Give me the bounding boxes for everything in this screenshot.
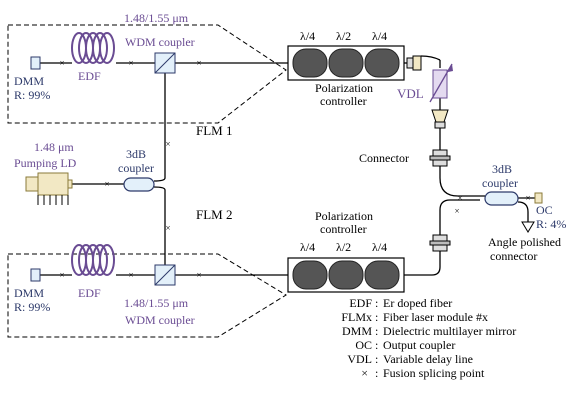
- legend-desc: Dielectric multilayer mirror: [383, 324, 516, 338]
- vdl-label: VDL: [397, 86, 424, 101]
- splice-mark: ×: [128, 58, 133, 68]
- splice-mark: ×: [165, 223, 170, 233]
- splice-mark: ×: [104, 179, 109, 189]
- flm1-paddle-1: [292, 48, 328, 78]
- splice-mark: ×: [454, 206, 459, 216]
- left-coupler-line2: coupler: [118, 161, 154, 175]
- legend-desc: Variable delay line: [383, 352, 473, 366]
- legend-desc: Fiber laser module #x: [383, 310, 488, 324]
- legend-sep: :: [375, 366, 378, 380]
- flm2-pc-label-2: controller: [320, 222, 367, 236]
- left-3db-coupler: [123, 177, 155, 192]
- flm2-edf-label: EDF: [78, 286, 101, 300]
- flm2-waveplate-2: λ/2: [336, 240, 351, 254]
- connector-lower: [429, 234, 451, 252]
- flm1-paddle-3: [364, 48, 400, 78]
- legend-abbr: EDF: [349, 296, 372, 310]
- connector-label: Connector: [359, 151, 409, 165]
- flm1-paddle-2: [328, 48, 364, 78]
- flm1-pc-label-2: controller: [320, 94, 367, 108]
- fusion-splice-marks: × × × × × × × × × × × ×: [59, 58, 530, 280]
- flm2-pc-label-1: Polarization: [315, 209, 373, 223]
- splice-mark: ×: [196, 58, 201, 68]
- legend-sep: :: [375, 352, 378, 366]
- connector-upper: [429, 149, 451, 167]
- vdl-lower-collimator: [431, 109, 449, 129]
- legend-abbr: VDL: [347, 352, 372, 366]
- output-coupler-label: OC: [536, 203, 553, 217]
- angle-polished-connector: [521, 221, 535, 233]
- legend-desc: Output coupler: [383, 338, 455, 352]
- legend-desc: Fusion splicing point: [383, 366, 485, 380]
- pump-label: Pumping LD: [14, 156, 77, 170]
- legend-sep: :: [375, 338, 378, 352]
- legend-sep: :: [375, 296, 378, 310]
- flm1-waveplate-2: λ/2: [336, 29, 351, 43]
- splice-mark: ×: [59, 270, 64, 280]
- pump-laser-diode: [25, 172, 73, 205]
- flm2-paddle-3: [364, 260, 400, 290]
- flm2-polarization-controller: [287, 257, 405, 293]
- output-coupler-reflectivity: R: 4%: [536, 217, 566, 231]
- flm2-waveplate-3: λ/4: [372, 240, 387, 254]
- legend-abbr: DMM: [342, 324, 372, 338]
- angle-connector-line2: connector: [490, 249, 537, 263]
- flm2-paddle-1: [292, 260, 328, 290]
- pump-wavelength: 1.48 μm: [34, 140, 74, 154]
- right-3db-coupler: [484, 191, 519, 206]
- output-coupler: [534, 192, 543, 204]
- flm1-dmm-label: DMM: [14, 74, 44, 88]
- legend: EDF : Er doped fiber FLMx : Fiber laser …: [341, 296, 516, 380]
- flm2-label: FLM 2: [196, 207, 232, 222]
- flm1-dmm-mirror: [30, 56, 41, 70]
- flm1-wdm-wavelengths: 1.48/1.55 μm: [124, 11, 189, 25]
- legend-sep: :: [375, 324, 378, 338]
- splice-mark: ×: [128, 270, 133, 280]
- angle-connector-line1: Angle polished: [488, 235, 561, 249]
- legend-desc: Er doped fiber: [383, 296, 452, 310]
- flm2-waveplate-1: λ/4: [300, 240, 315, 254]
- flm2-wdm-label: WDM coupler: [125, 313, 195, 327]
- flm1-boundary: [7, 24, 287, 124]
- flm1-wdm-coupler: [154, 52, 176, 74]
- left-coupler-line1: 3dB: [126, 147, 146, 161]
- variable-delay-line: [429, 63, 453, 103]
- vdl-collimator: [406, 55, 441, 71]
- flm2-paddle-2: [328, 260, 364, 290]
- fiber-lines: [40, 60, 535, 276]
- flm1-dmm-reflectivity: R: 99%: [14, 88, 50, 102]
- splice-mark: ×: [196, 270, 201, 280]
- right-coupler-line1: 3dB: [492, 162, 512, 176]
- flm2-edf-coil: [71, 244, 115, 276]
- flm1-label: FLM 1: [196, 123, 232, 138]
- flm1-wdm-label: WDM coupler: [125, 35, 195, 49]
- splice-mark: ×: [59, 58, 64, 68]
- flm1-edf-label: EDF: [78, 69, 101, 83]
- flm1-waveplate-1: λ/4: [300, 29, 315, 43]
- flm2-wdm-coupler: [154, 264, 176, 286]
- flm1-pc-label-1: Polarization: [315, 81, 373, 95]
- splice-mark: ×: [165, 139, 170, 149]
- splice-mark: ×: [525, 193, 530, 203]
- legend-sep: :: [375, 310, 378, 324]
- flm2-boundary: [7, 253, 287, 338]
- flm1-edf-coil: [71, 32, 115, 64]
- flm2-dmm-label: DMM: [14, 286, 44, 300]
- flm1-polarization-controller: [287, 45, 405, 81]
- right-coupler-line2: coupler: [482, 176, 518, 190]
- legend-abbr: FLMx: [341, 310, 372, 324]
- flm2-dmm-reflectivity: R: 99%: [14, 300, 50, 314]
- splice-mark: ×: [457, 193, 462, 203]
- flm2-dmm-mirror: [30, 268, 41, 282]
- flm1-waveplate-3: λ/4: [372, 29, 387, 43]
- legend-abbr: OC: [355, 338, 372, 352]
- flm2-wdm-wavelengths: 1.48/1.55 μm: [124, 296, 189, 310]
- legend-abbr: ×: [361, 366, 368, 380]
